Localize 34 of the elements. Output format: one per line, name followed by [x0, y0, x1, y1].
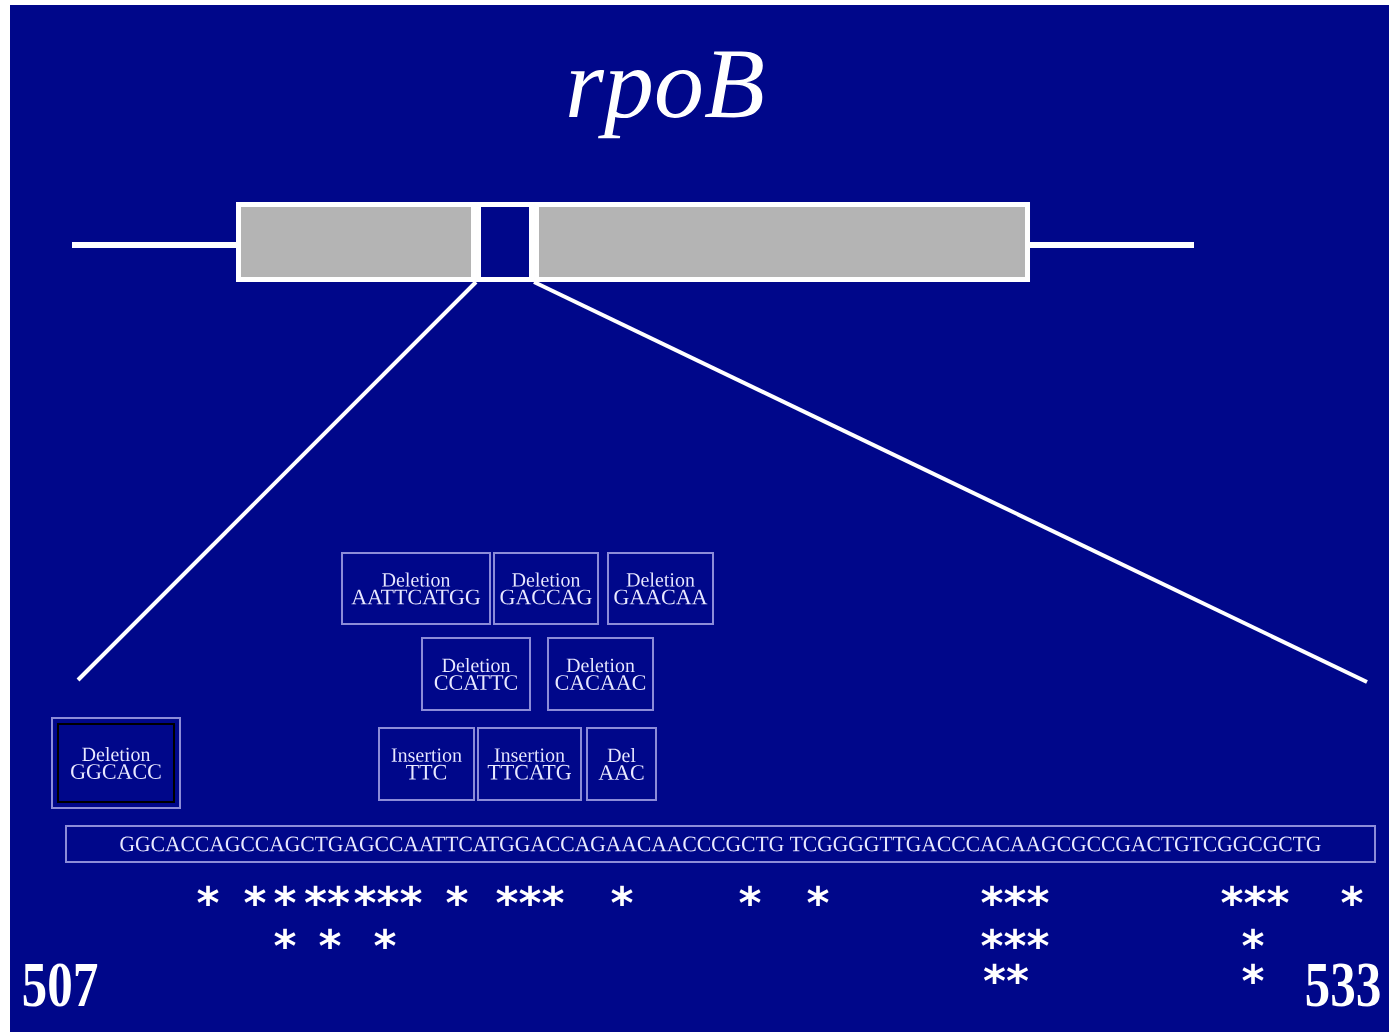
mutation-asterisk: *	[274, 928, 296, 950]
mutation-asterisk: *	[739, 885, 761, 907]
mutation-box: Insertion TTCATG	[477, 727, 582, 801]
zoom-line	[76, 280, 478, 682]
mutation-asterisk: *	[1242, 963, 1264, 985]
mutation-asterisk: ***	[981, 928, 1049, 950]
codon-number: 507	[23, 963, 98, 1007]
mutation-asterisk: *	[446, 885, 468, 907]
mutation-box: Insertion TTC	[378, 727, 475, 801]
gene-segment	[534, 202, 1030, 282]
mutation-asterisk: *	[244, 885, 266, 907]
mutation-box: Deletion CACAAC	[547, 637, 654, 711]
mutation-asterisk: **	[304, 885, 350, 907]
mutation-box: Deletion GAACAA	[607, 552, 714, 625]
title: rpoB	[569, 51, 763, 139]
mutation-box: Deletion CCATTC	[421, 637, 531, 711]
mutation-asterisk: *	[611, 885, 633, 907]
mutation-box: Deletion GGCACC	[51, 717, 181, 809]
mutation-asterisk: *	[1242, 928, 1264, 950]
mutation-box: Deletion AATTCATGG	[341, 552, 491, 625]
mutation-asterisk: *	[197, 885, 219, 907]
zoom-line	[533, 280, 1368, 684]
gene-segment	[476, 202, 534, 282]
mutation-box: Deletion GACCAG	[493, 552, 599, 625]
mutation-asterisk: ***	[496, 885, 564, 907]
gene-segment	[236, 202, 476, 282]
mutation-asterisk: *	[274, 885, 296, 907]
mutation-asterisk: ***	[354, 885, 422, 907]
codon-number: 533	[1306, 963, 1380, 1007]
sequence-box: GGCACCAGCCAGCTGAGCCAATTCATGGACCAGAACAACCCGCTG TCGGGGTTGACCCACAAGCGCCGACTGTCGGCGCTG	[65, 825, 1376, 863]
mutation-asterisk: *	[374, 928, 396, 950]
mutation-box: Del AAC	[586, 727, 657, 801]
mutation-asterisk: *	[319, 928, 341, 950]
mutation-asterisk: **	[983, 963, 1029, 985]
